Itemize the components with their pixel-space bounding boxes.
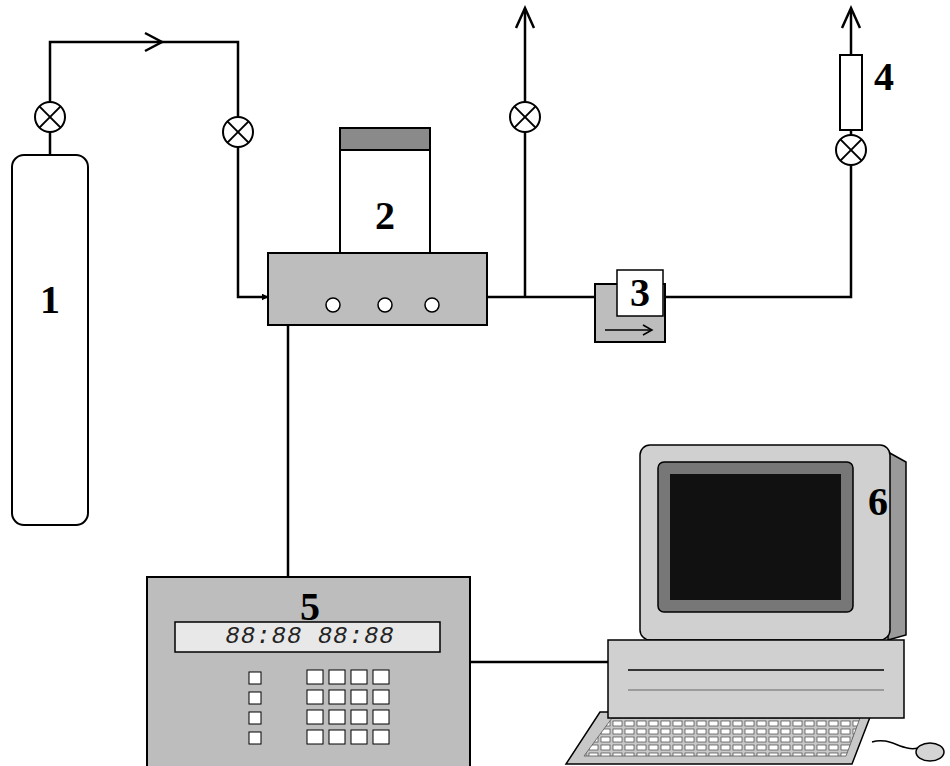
- computer: 6: [608, 440, 908, 722]
- keypad-key: [329, 690, 345, 704]
- gas-line: [487, 296, 595, 299]
- gas-line: [287, 325, 290, 577]
- controller: 5: [147, 577, 470, 766]
- mouse: [872, 741, 944, 761]
- keypad-key: [307, 730, 323, 744]
- keypad-key: [307, 710, 323, 724]
- exhaust-arrow: [842, 8, 860, 28]
- keypad-key: [329, 710, 345, 724]
- absorber-tube-outline: [840, 55, 862, 130]
- system-unit: [608, 640, 904, 718]
- port-hole: [425, 298, 439, 312]
- manifold-block: [268, 253, 487, 325]
- keypad-key: [351, 710, 367, 724]
- tube-body: [840, 55, 862, 130]
- callout-number: 1: [40, 280, 60, 320]
- function-key: [249, 692, 261, 704]
- callout-number: 6: [868, 482, 888, 522]
- function-key: [249, 672, 261, 684]
- display-window: [175, 622, 440, 652]
- controller-case: [147, 577, 470, 766]
- function-key: [249, 732, 261, 744]
- keypad-key: [351, 690, 367, 704]
- computer-outline: [608, 440, 908, 722]
- valve-symbol: [510, 102, 540, 132]
- keypad-key: [307, 690, 323, 704]
- monitor-case: [640, 445, 890, 640]
- keypad-key: [329, 730, 345, 744]
- cylinder-body: [12, 155, 88, 525]
- keypad-key: [307, 670, 323, 684]
- vent-arrow: [516, 8, 534, 28]
- reactor-unit: 2: [268, 128, 487, 325]
- valve-symbol: [35, 102, 65, 132]
- vent-line: [524, 10, 527, 297]
- absorber-tube: 4: [840, 55, 862, 130]
- flow-arrow-head: [643, 325, 652, 335]
- keypad-key: [373, 710, 389, 724]
- port-hole: [326, 298, 340, 312]
- keypad-key: [373, 730, 389, 744]
- gas-cylinder-outline: [12, 155, 88, 525]
- keypad-key: [329, 670, 345, 684]
- callout-number: 5: [300, 587, 320, 627]
- reactor-box: [340, 128, 430, 253]
- exhaust-line: [850, 10, 853, 55]
- gas-cylinder: 1: [12, 155, 88, 525]
- callout-number: 3: [630, 273, 650, 313]
- flow-arrow: [605, 329, 651, 331]
- keypad-key: [373, 690, 389, 704]
- keypad-key: [351, 670, 367, 684]
- valve-symbol: [223, 117, 253, 147]
- display-readout: 88:88 88:88: [225, 625, 394, 649]
- port-hole: [378, 298, 392, 312]
- valve-symbol: [836, 135, 866, 165]
- keypad-key: [351, 730, 367, 744]
- gas-line: [665, 130, 851, 297]
- keyboard: [566, 712, 872, 764]
- meter-head: [617, 270, 663, 316]
- gas-line: [470, 661, 608, 664]
- monitor-screen: [670, 474, 841, 600]
- drive-slot: [628, 690, 884, 691]
- callout-number: 4: [874, 57, 894, 97]
- monitor-bezel: [658, 462, 853, 612]
- keypad-key: [373, 670, 389, 684]
- flow-chevron: [145, 33, 162, 51]
- drive-slot: [628, 669, 884, 671]
- callout-number: 2: [375, 196, 395, 236]
- reactor-cap: [340, 128, 430, 150]
- function-key: [249, 712, 261, 724]
- flow-meter: 3: [595, 270, 665, 342]
